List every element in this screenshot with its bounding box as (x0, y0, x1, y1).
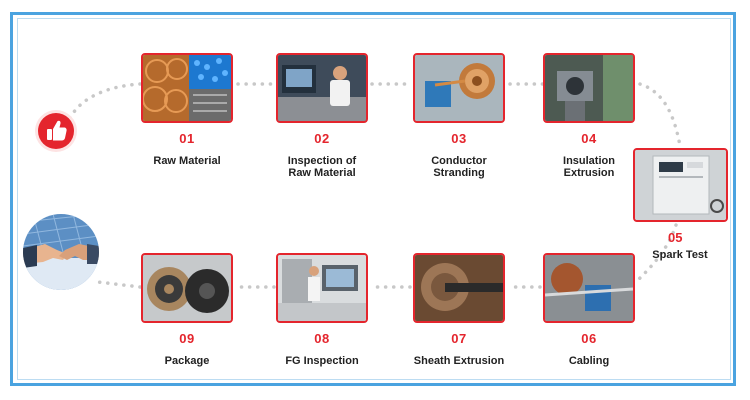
step-07: 07 Sheath Extrusion (389, 253, 529, 367)
spark-test-photo (633, 148, 728, 222)
step-label: Raw Material (153, 155, 221, 167)
fg-inspection-photo (276, 253, 368, 323)
step-02: 02 Inspection of Raw Material (252, 53, 392, 179)
step-label: Insulation Extrusion (563, 155, 615, 179)
step-06: 06 Cabling (519, 253, 659, 367)
handshake-image (23, 214, 99, 290)
sheath-extrusion-photo (413, 253, 505, 323)
handshake-icon (23, 214, 99, 290)
step-label: Conductor Stranding (431, 155, 487, 179)
step-01: 01 Raw Material (117, 53, 257, 167)
raw-material-photo (141, 53, 233, 123)
step-label: Spark Test (652, 249, 708, 261)
step-number: 07 (451, 331, 467, 346)
step-number: 02 (314, 131, 330, 146)
insulation-extrusion-photo (543, 53, 635, 123)
thumbs-up-icon (47, 120, 67, 141)
step-number: 03 (451, 131, 467, 146)
step-number: 08 (314, 331, 330, 346)
outer-frame (10, 12, 736, 386)
step-label: FG Inspection (285, 355, 359, 367)
step-label: Inspection of Raw Material (287, 155, 357, 179)
step-label: Cabling (568, 355, 610, 367)
step-05 (633, 148, 728, 222)
step-number: 09 (179, 331, 195, 346)
thumbs-up-badge (38, 113, 74, 149)
inspection-photo (276, 53, 368, 123)
cabling-photo (543, 253, 635, 323)
step-number: 06 (581, 331, 597, 346)
step-04: 04 Insulation Extrusion (519, 53, 659, 179)
step-label: Package (164, 355, 210, 367)
step-label: Sheath Extrusion (413, 355, 505, 367)
step-number: 05 (668, 230, 683, 245)
inner-frame (17, 18, 731, 380)
step-03: 03 Conductor Stranding (389, 53, 529, 179)
step-09: 09 Package (117, 253, 257, 367)
step-number: 04 (581, 131, 597, 146)
package-photo (141, 253, 233, 323)
stranding-photo (413, 53, 505, 123)
step-number: 01 (179, 131, 195, 146)
step-08: 08 FG Inspection (252, 253, 392, 367)
